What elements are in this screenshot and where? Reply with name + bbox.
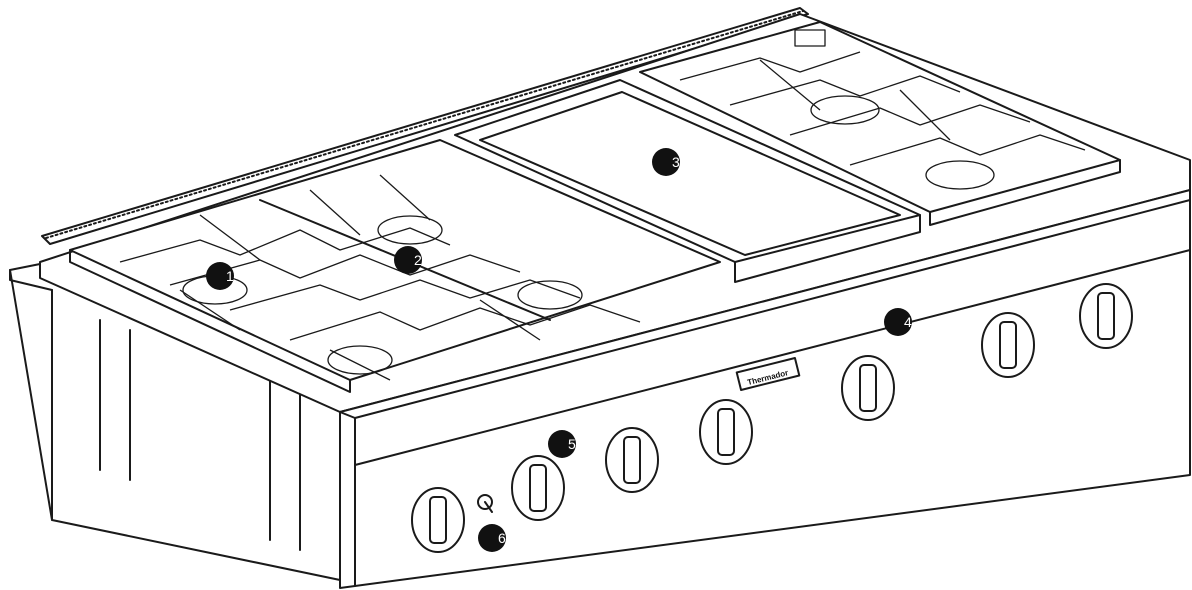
callout-4-label: 4 <box>904 314 912 330</box>
knob-4[interactable] <box>699 399 753 465</box>
callout-5: 5 <box>548 430 576 458</box>
knob-7[interactable] <box>1079 283 1133 349</box>
callout-6-label: 6 <box>498 530 506 546</box>
knob-5[interactable] <box>841 355 895 421</box>
knob-6[interactable] <box>981 312 1035 378</box>
callout-2-label: 2 <box>414 252 422 268</box>
callout-3-label: 3 <box>672 154 680 170</box>
callout-6: 6 <box>478 524 506 552</box>
callout-5-label: 5 <box>568 436 576 452</box>
knob-3[interactable] <box>605 427 659 493</box>
knob-2[interactable] <box>511 455 565 521</box>
callout-1: 1 <box>206 262 234 290</box>
knob-1[interactable] <box>411 487 465 553</box>
toggle-switch[interactable] <box>477 494 493 513</box>
callout-3: 3 <box>652 148 680 176</box>
right-grate <box>639 21 1121 226</box>
griddle-plate <box>454 79 921 283</box>
brand-badge <box>735 357 801 391</box>
back-vent-strip <box>41 7 809 245</box>
callout-1-label: 1 <box>226 268 234 284</box>
callout-2: 2 <box>394 246 422 274</box>
callout-4: 4 <box>884 308 912 336</box>
